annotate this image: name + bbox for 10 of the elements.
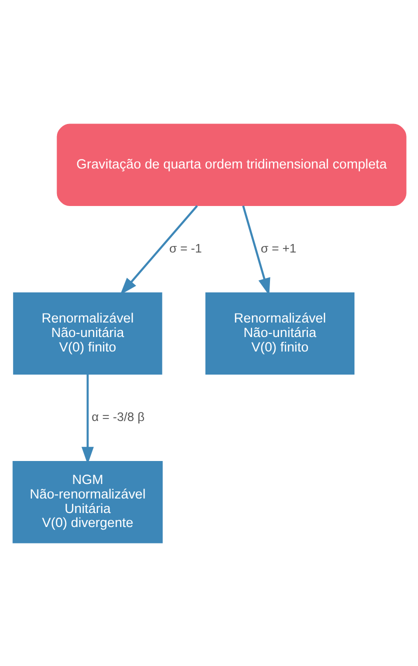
arrow [242, 205, 270, 296]
node-box: Renormalizável Não-unitária V(0) finito [12, 292, 162, 374]
arrow [120, 204, 198, 294]
edge-label: σ = -1 [168, 240, 202, 255]
arrow [81, 374, 94, 464]
node-box: NGM Não-renormalizável Unitária V(0) divergente [12, 460, 162, 543]
edge-label: α = -3/8 β [91, 410, 144, 424]
edge-label: σ = +1 [260, 240, 296, 255]
node-box: Renormalizável Não-unitária V(0) finito [204, 292, 354, 374]
node-box: Gravitação de quarta ordem tridimensional completa [56, 123, 406, 206]
